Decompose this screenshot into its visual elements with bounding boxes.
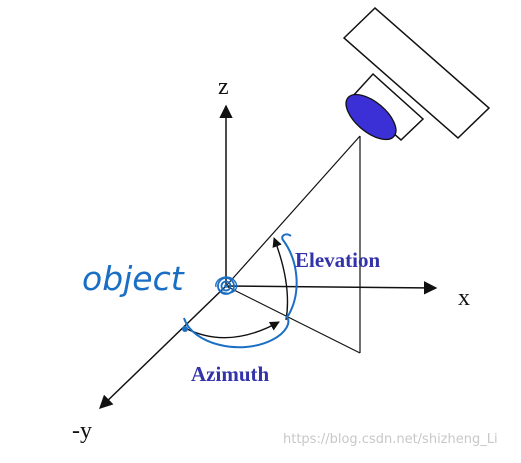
x-axis	[225, 281, 438, 295]
elevation-arc	[272, 237, 289, 321]
watermark-url: https://blog.csdn.net/shizheng_Li	[283, 432, 498, 447]
azimuth-handdrawn-arc	[183, 315, 290, 349]
azimuth-start-dot	[182, 326, 188, 332]
neg-y-axis-label: -y	[72, 418, 92, 444]
x-axis-label: x	[458, 285, 470, 311]
view-line	[225, 135, 361, 287]
z-axis-label: z	[218, 74, 229, 100]
object-marker	[215, 276, 238, 295]
neg-y-axis	[99, 285, 227, 409]
camera	[342, 6, 491, 142]
elevation-label: Elevation	[295, 248, 380, 272]
elevation-handdrawn-arc	[281, 233, 298, 317]
azimuth-label: Azimuth	[191, 362, 269, 386]
camera-lens	[345, 93, 397, 141]
object-handwritten-label: object	[82, 259, 185, 298]
camera-back-panel	[342, 6, 491, 140]
projection-ground-line	[225, 285, 361, 354]
